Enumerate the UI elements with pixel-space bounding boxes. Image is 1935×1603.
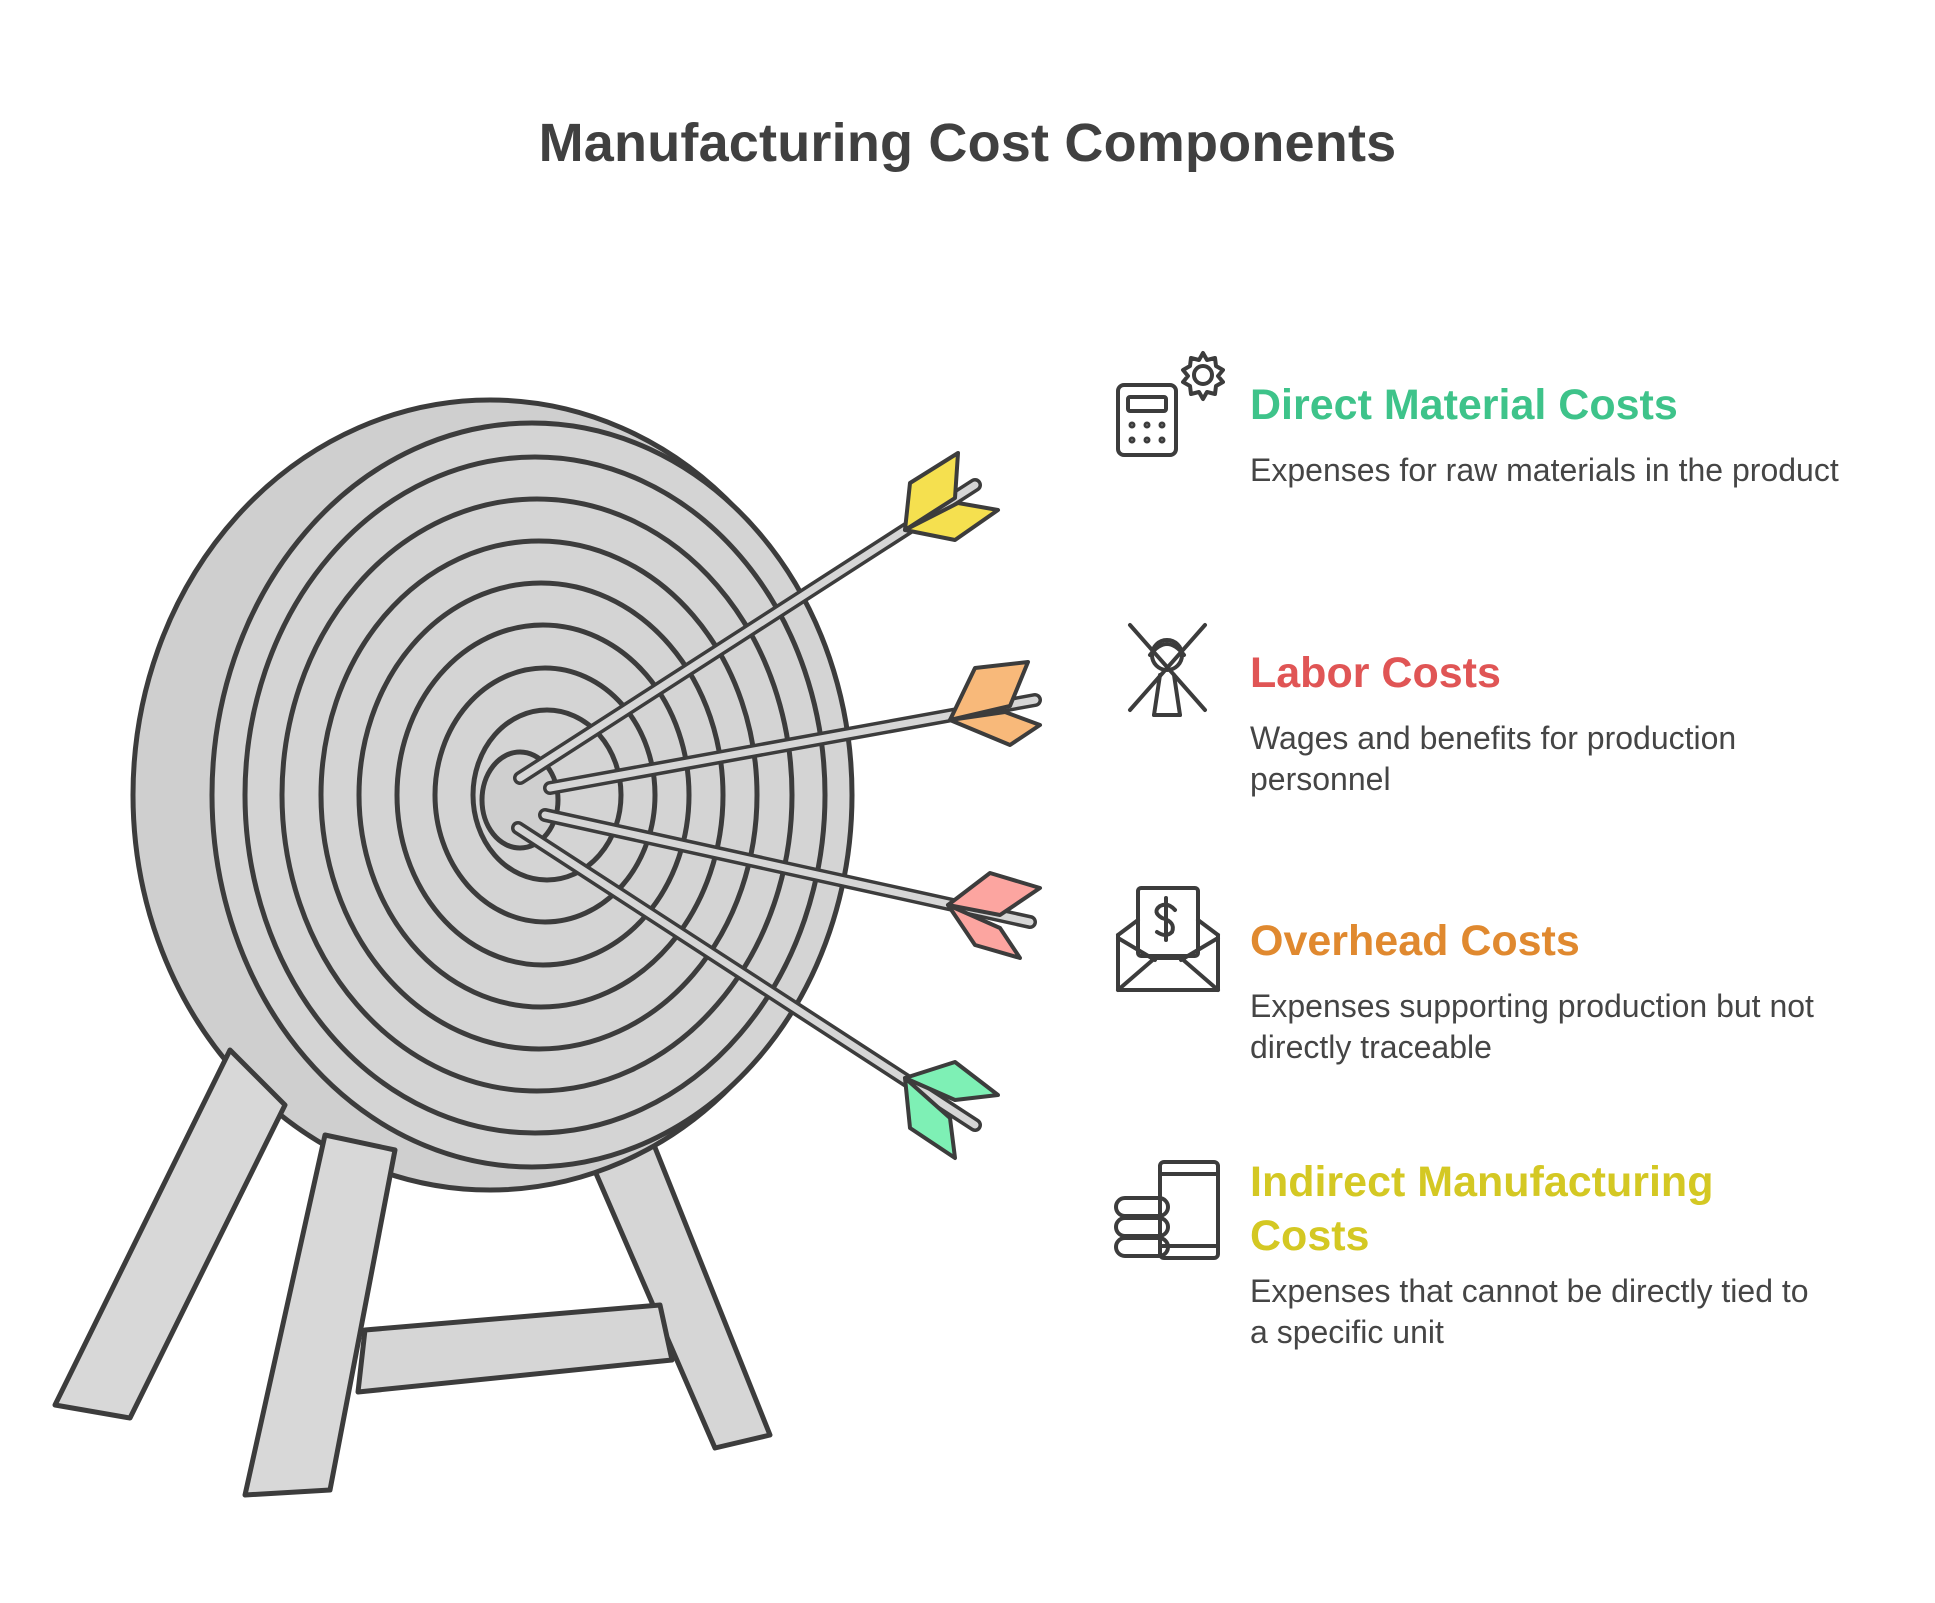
calculator-gear-icon [1116,351,1225,457]
stand-crossbar [355,1302,675,1395]
envelope-dollar-icon [1116,886,1220,992]
target-rings [242,454,828,1136]
item-description: Expenses supporting production but not d… [1250,988,1814,1065]
item-title: Labor Costs [1250,649,1501,697]
stand-leg-left [52,1047,288,1421]
arrow-green [511,821,1000,1160]
item-title: Overhead Costs [1250,917,1580,965]
item-description: Expenses for raw materials in the produc… [1250,452,1839,488]
item-overhead: Overhead Costs Expenses supporting produ… [1250,914,1910,1068]
worker-crossed-tools-icon [1128,623,1207,717]
item-title: Direct Material Costs [1250,381,1678,429]
arrow-pink [538,808,1042,960]
arrow-yellow [513,451,1000,785]
item-direct-material: Direct Material Costs Expenses for raw m… [1250,378,1910,491]
page-title: Manufacturing Cost Components [538,113,1397,173]
item-description: Wages and benefits for production person… [1250,720,1737,797]
item-indirect-manufacturing: Indirect Manufacturing Costs Expenses th… [1250,1155,1910,1353]
stacked-coins-box-icon [1114,1160,1220,1260]
arrow-orange [543,660,1042,795]
item-description: Expenses that cannot be directly tied to… [1250,1273,1809,1350]
item-title: Indirect Manufacturing Costs [1250,1158,1714,1260]
stand-leg-front [242,1132,398,1498]
stand-leg-right [585,1127,773,1451]
item-labor: Labor Costs Wages and benefits for produ… [1250,646,1910,800]
